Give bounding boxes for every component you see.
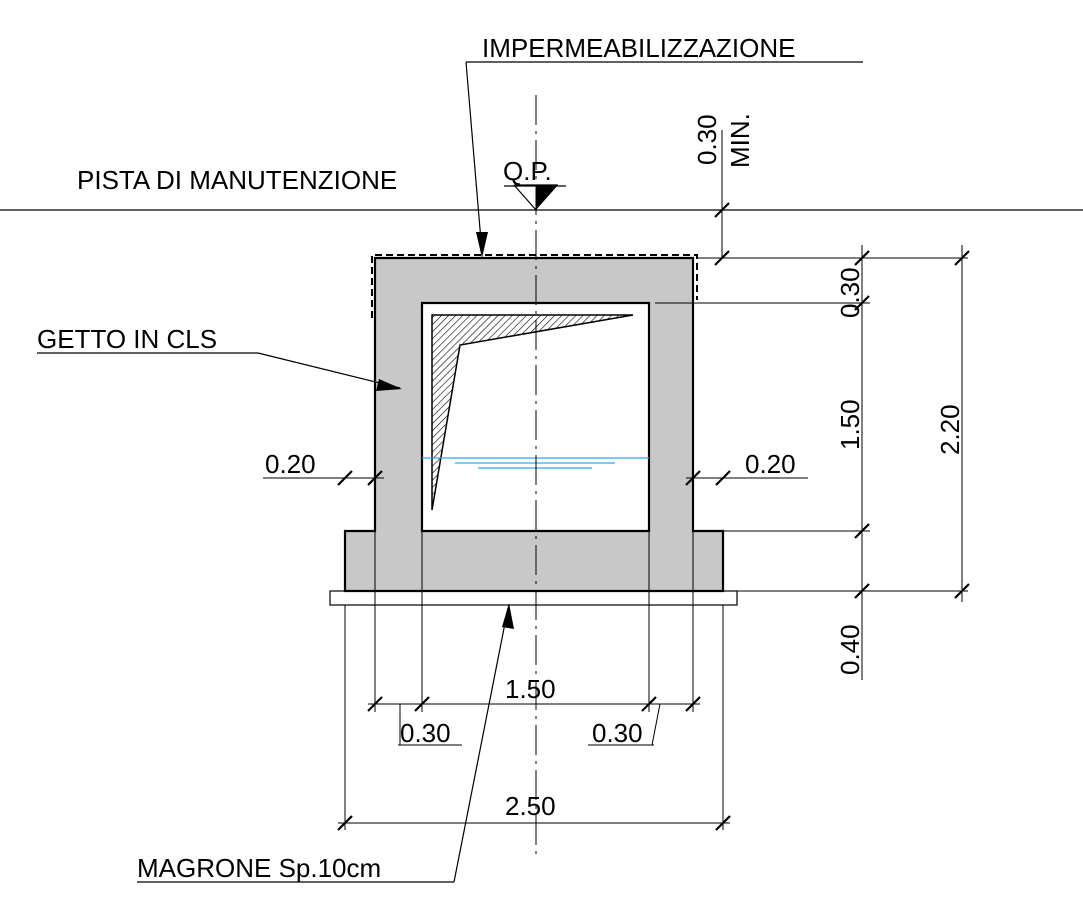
lean-concrete-layer bbox=[329, 590, 738, 606]
lean-concrete-arrow bbox=[502, 603, 514, 629]
base-slab-dimension: 0.40 bbox=[835, 624, 865, 675]
base-width-dimension: 2.50 bbox=[505, 791, 556, 821]
pressure-diagram bbox=[431, 314, 634, 511]
cover-min-suffix: MIN. bbox=[725, 113, 755, 168]
vertical-dimension-lines bbox=[655, 130, 968, 680]
concrete-box bbox=[343, 256, 725, 593]
bottom-dimension-lines bbox=[337, 531, 731, 831]
waterproofing-outline bbox=[371, 254, 698, 318]
lean-concrete-label: MAGRONE Sp.10cm bbox=[137, 853, 381, 883]
waterproofing-arrow bbox=[476, 232, 488, 258]
inner-height-dimension: 1.50 bbox=[835, 399, 865, 450]
side-left-dimension: 0.30 bbox=[400, 718, 451, 748]
side-right-dimension: 0.30 bbox=[592, 718, 643, 748]
vertical-dimension-ticks bbox=[714, 202, 970, 599]
wall-left-dimension: 0.20 bbox=[265, 449, 316, 479]
inner-width-dimension: 1.50 bbox=[505, 674, 556, 704]
concrete-cast-arrow bbox=[376, 379, 402, 391]
wall-right-dimension: 0.20 bbox=[745, 449, 796, 479]
project-level-label: Q.P. bbox=[503, 156, 552, 186]
maintenance-track-label: PISTA DI MANUTENZIONE bbox=[77, 165, 397, 195]
cover-min-value: 0.30 bbox=[692, 114, 722, 165]
top-slab-dimension: 0.30 bbox=[835, 267, 865, 318]
waterproofing-label: IMPERMEABILIZZAZIONE bbox=[482, 33, 796, 63]
project-level-marker bbox=[504, 184, 566, 211]
total-height-dimension: 2.20 bbox=[935, 404, 965, 455]
concrete-cast-label: GETTO IN CLS bbox=[37, 324, 217, 354]
wall-dimension-lines bbox=[263, 470, 808, 486]
